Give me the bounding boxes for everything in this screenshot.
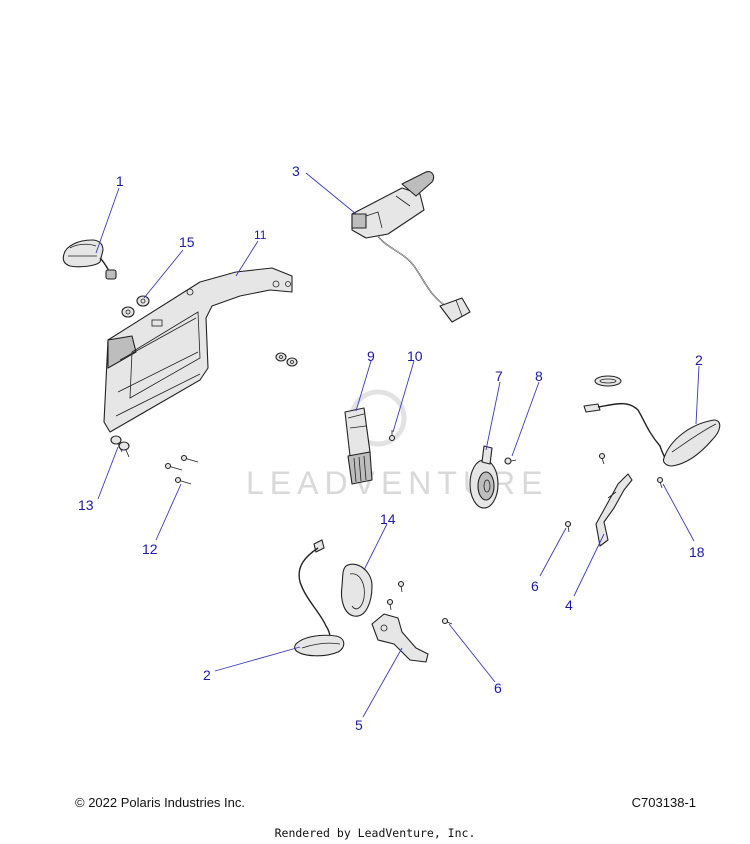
callout-15: 15 bbox=[179, 234, 195, 250]
part-8-screw[interactable] bbox=[504, 457, 517, 465]
part-10-screw[interactable] bbox=[388, 430, 396, 442]
callout-6-lower: 6 bbox=[494, 680, 502, 696]
part-2-turn-signal-left[interactable] bbox=[294, 539, 345, 657]
part-9-connector[interactable] bbox=[344, 407, 373, 485]
mounting-hardware[interactable] bbox=[275, 352, 298, 367]
part-18-screw[interactable] bbox=[598, 452, 664, 489]
callout-13: 13 bbox=[78, 497, 94, 513]
callout-4: 4 bbox=[565, 597, 573, 613]
watermark: LEADVENTURE bbox=[246, 389, 549, 501]
leader-lines bbox=[95, 172, 700, 718]
copyright-text: © 2022 Polaris Industries Inc. bbox=[75, 795, 245, 810]
watermark-text: LEADVENTURE bbox=[246, 465, 549, 501]
part-6-screw-left[interactable] bbox=[441, 617, 453, 625]
part-13-bolt[interactable] bbox=[110, 435, 130, 458]
part-3-switch-assembly[interactable] bbox=[351, 171, 471, 323]
callout-2-lower: 2 bbox=[203, 667, 211, 683]
callout-14: 14 bbox=[380, 511, 396, 527]
part-4-signal-bracket[interactable] bbox=[595, 473, 633, 547]
part-5-signal-bracket[interactable] bbox=[371, 613, 429, 663]
callout-7: 7 bbox=[495, 368, 503, 384]
rendered-by-text: Rendered by LeadVenture, Inc. bbox=[274, 826, 476, 840]
part-7-horn[interactable] bbox=[469, 445, 499, 509]
callout-labels: 1 15 11 3 9 10 7 8 2 13 12 14 18 6 4 2 5… bbox=[78, 163, 705, 733]
part-15-nut[interactable] bbox=[121, 295, 150, 318]
part-2-turn-signal-right[interactable] bbox=[583, 375, 721, 467]
callout-1: 1 bbox=[116, 173, 124, 189]
callout-9: 9 bbox=[367, 348, 375, 364]
callout-6-right: 6 bbox=[531, 578, 539, 594]
callout-3: 3 bbox=[292, 163, 300, 179]
callout-11: 11 bbox=[254, 228, 267, 242]
callout-12: 12 bbox=[142, 541, 158, 557]
callout-8: 8 bbox=[535, 368, 543, 384]
callout-18: 18 bbox=[689, 544, 705, 560]
center-hardware[interactable] bbox=[386, 580, 405, 611]
part-1-switch-housing[interactable] bbox=[62, 239, 117, 280]
callout-2-upper: 2 bbox=[695, 352, 703, 368]
part-14-band[interactable] bbox=[340, 563, 373, 617]
part-6-screw-right[interactable] bbox=[564, 520, 572, 533]
callout-10: 10 bbox=[407, 348, 423, 364]
callout-5: 5 bbox=[355, 717, 363, 733]
diagram-id: C703138-1 bbox=[631, 795, 696, 810]
part-11-mounting-bracket[interactable] bbox=[103, 267, 293, 433]
part-12-screw[interactable] bbox=[164, 454, 199, 485]
